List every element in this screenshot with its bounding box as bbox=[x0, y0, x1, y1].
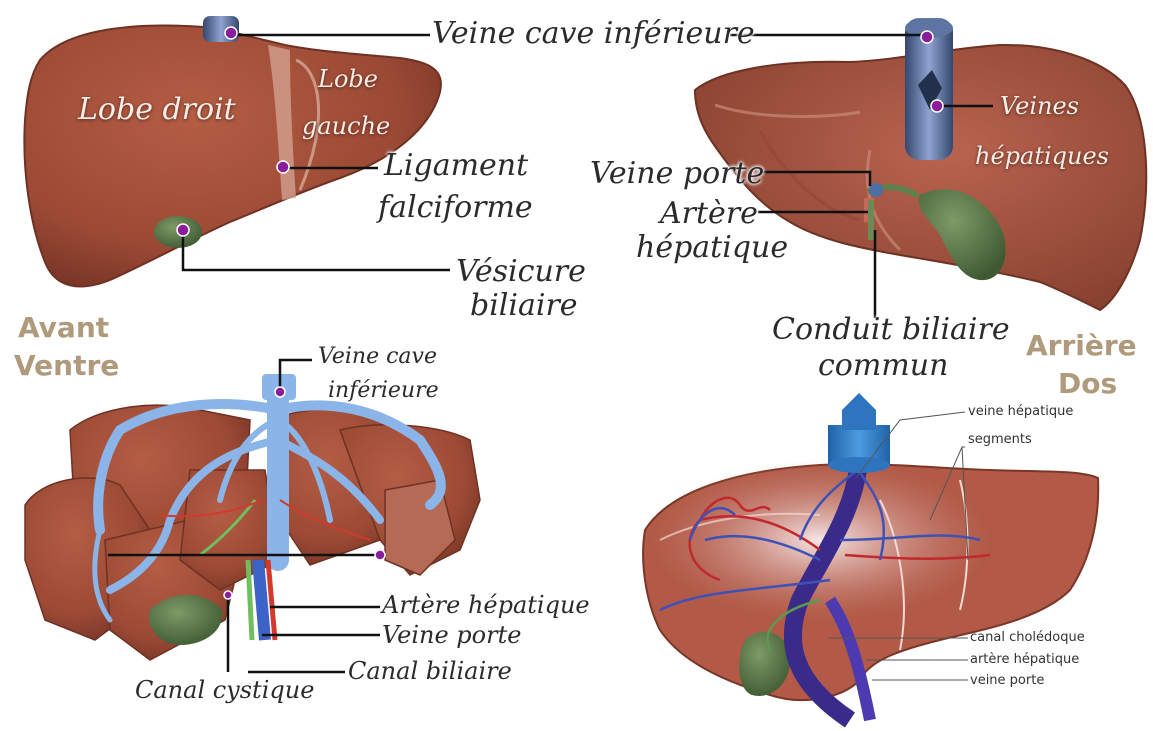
label-conduit-2: commun bbox=[818, 350, 948, 382]
label-veine-hepatique-small: veine hépatique bbox=[968, 404, 1073, 419]
label-lobe-gauche-1: Lobe bbox=[318, 66, 378, 93]
label-vci-top: Veine cave inférieure bbox=[432, 18, 755, 50]
label-ligament-1: Ligament bbox=[384, 150, 528, 182]
label-veines-hep-2: hépatiques bbox=[975, 143, 1109, 170]
front-liver-top bbox=[24, 16, 441, 286]
label-veine-porte-top: Veine porte bbox=[590, 158, 764, 190]
label-artere-bottom: Artère hépatique bbox=[382, 592, 590, 619]
label-artere-hepatique-small: artère hépatique bbox=[970, 652, 1079, 667]
label-veine-porte-bottom: Veine porte bbox=[382, 622, 521, 649]
label-artere-2: hépatique bbox=[636, 232, 788, 264]
label-dos: Dos bbox=[1058, 368, 1117, 400]
label-vesicule-2: biliaire bbox=[470, 290, 578, 322]
label-vci-bottom-1: Veine cave bbox=[318, 344, 437, 369]
label-veine-porte-small: veine porte bbox=[970, 673, 1044, 688]
label-segments: segments bbox=[968, 432, 1032, 447]
label-vesicule-1: Vésicure bbox=[456, 256, 586, 288]
label-canal-biliaire: Canal biliaire bbox=[348, 658, 512, 685]
label-canal-choledoque: canal cholédoque bbox=[970, 630, 1085, 645]
label-lobe-gauche-2: gauche bbox=[302, 113, 390, 140]
front-liver-shape bbox=[24, 26, 441, 287]
label-conduit-1: Conduit biliaire bbox=[772, 314, 1010, 346]
label-ventre: Ventre bbox=[14, 350, 119, 382]
label-vci-bottom-2: inférieure bbox=[328, 378, 439, 403]
label-lobe-droit: Lobe droit bbox=[78, 94, 236, 126]
label-ligament-2: falciforme bbox=[378, 192, 533, 224]
label-veines-hep-1: Veines bbox=[1000, 93, 1079, 120]
label-avant: Avant bbox=[18, 312, 109, 344]
label-canal-cystique: Canal cystique bbox=[135, 677, 314, 704]
label-arriere: Arrière bbox=[1026, 330, 1137, 362]
label-artere-1: Artère bbox=[660, 198, 758, 230]
